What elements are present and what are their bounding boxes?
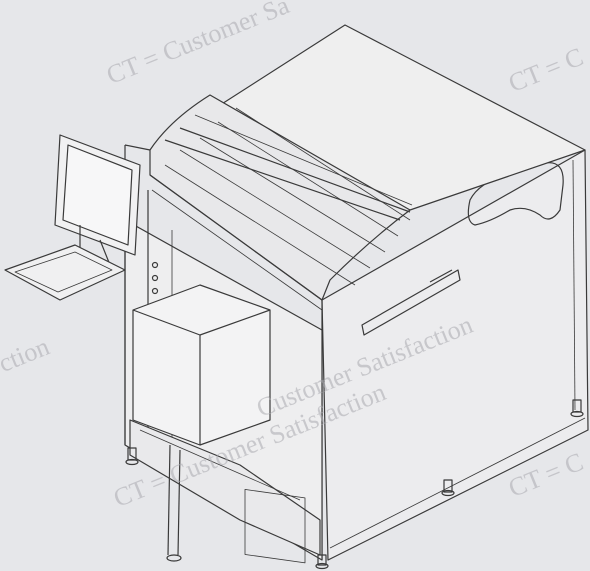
inner-box-unit [132, 284, 271, 446]
leveling-feet [125, 399, 584, 570]
monitor-arm [54, 134, 141, 266]
lower-cabinet [129, 419, 321, 564]
keyboard-tray [4, 244, 126, 301]
front-hood [149, 94, 413, 311]
support-leg [166, 444, 182, 562]
